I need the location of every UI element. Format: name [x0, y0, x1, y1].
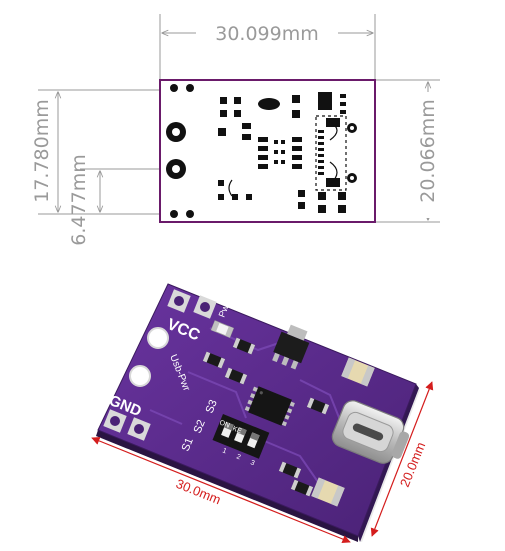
measure-line-length	[91, 436, 351, 544]
gnd-pads	[103, 409, 151, 441]
dip-on-label: ON	[218, 419, 230, 429]
pcb-footprint	[166, 84, 357, 218]
dim-height-right-label: 20.066mm	[417, 99, 439, 203]
dip-ke-label: KE	[231, 425, 243, 435]
dim-height-left-label: 17.780mm	[31, 99, 53, 203]
dim-offset-left-label: 6.477mm	[68, 154, 90, 245]
mount-hole-2	[129, 365, 151, 387]
measure-line-width	[370, 381, 434, 537]
technical-drawing: 30.099mm 20.066mm 17.780mm 6.477mm	[28, 14, 442, 246]
mount-hole-1	[147, 327, 169, 349]
main-ic	[244, 386, 295, 427]
regulator-chip	[272, 324, 310, 370]
s2-label: S2	[192, 418, 208, 435]
vcc-pads	[167, 289, 217, 319]
pwr-led	[210, 320, 235, 338]
pcb-photo: VCC GND Usb-Pwr Pwr	[96, 283, 420, 542]
s3-label: S3	[204, 398, 220, 415]
dim-width-label: 30.099mm	[215, 23, 319, 45]
